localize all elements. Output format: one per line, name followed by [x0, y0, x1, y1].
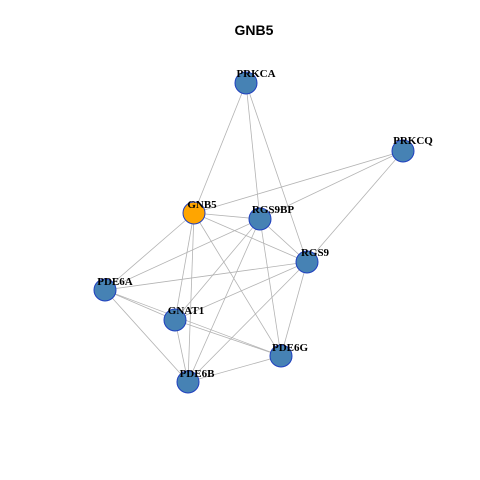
node-circle-pde6a: [93, 278, 117, 302]
node-label-pde6a: PDE6A: [97, 276, 133, 288]
edge-rgs9bp-pde6g: [259, 218, 282, 357]
node-circle-prkcq: [391, 139, 415, 163]
edges-layer: [104, 82, 404, 383]
edge-gnb5-pde6a: [104, 212, 195, 291]
node-label-rgs9bp: RGS9BP: [252, 204, 294, 216]
edge-pde6a-gnat1: [104, 289, 176, 321]
edge-gnb5-pde6g: [193, 212, 282, 357]
node-circle-gnb5: [182, 201, 206, 225]
node-circle-rgs9bp: [248, 207, 272, 231]
edge-rgs9-gnat1: [174, 261, 308, 321]
graph-title: GNB5: [235, 22, 274, 38]
edge-rgs9-pde6a: [104, 261, 308, 291]
node-gnb5: GNB5: [182, 199, 217, 225]
node-gnat1: GNAT1: [163, 305, 204, 332]
edge-rgs9-pde6b: [187, 261, 308, 383]
edge-pde6b-pde6g: [187, 355, 282, 383]
node-label-prkca: PRKCA: [236, 68, 275, 80]
node-circle-rgs9: [295, 250, 319, 274]
node-pde6a: PDE6A: [93, 276, 133, 302]
edge-prkcq-rgs9bp: [259, 150, 404, 220]
edge-rgs9bp-pde6b: [187, 218, 261, 383]
node-prkcq: PRKCQ: [391, 135, 433, 163]
edge-prkca-rgs9bp: [245, 82, 261, 220]
node-circle-gnat1: [163, 308, 187, 332]
edge-gnb5-rgs9: [193, 212, 308, 263]
node-label-rgs9: RGS9: [301, 247, 330, 259]
node-circle-prkca: [234, 71, 258, 95]
edge-rgs9-pde6g: [280, 261, 308, 357]
node-label-pde6g: PDE6G: [272, 342, 309, 354]
node-label-prkcq: PRKCQ: [393, 135, 433, 147]
edge-pde6a-pde6b: [104, 289, 189, 383]
node-label-gnb5: GNB5: [187, 199, 217, 211]
edge-prkcq-gnb5: [193, 150, 404, 214]
edge-gnat1-pde6g: [174, 319, 282, 357]
node-label-pde6b: PDE6B: [180, 368, 216, 380]
node-circle-pde6g: [269, 344, 293, 368]
node-pde6b: PDE6B: [176, 368, 216, 394]
node-label-gnat1: GNAT1: [168, 305, 204, 317]
node-rgs9bp: RGS9BP: [248, 204, 294, 231]
edge-gnb5-gnat1: [174, 212, 195, 321]
node-circle-pde6b: [176, 370, 200, 394]
node-prkca: PRKCA: [234, 68, 276, 95]
edge-rgs9bp-gnat1: [174, 218, 261, 321]
edge-gnb5-pde6b: [187, 212, 195, 383]
node-rgs9: RGS9: [295, 247, 330, 274]
node-pde6g: PDE6G: [269, 342, 309, 368]
edge-prkcq-rgs9: [306, 150, 404, 263]
edge-pde6a-pde6g: [104, 289, 282, 357]
edge-prkca-rgs9: [245, 82, 308, 263]
edge-rgs9bp-pde6a: [104, 218, 261, 291]
edge-prkca-gnb5: [193, 82, 247, 214]
